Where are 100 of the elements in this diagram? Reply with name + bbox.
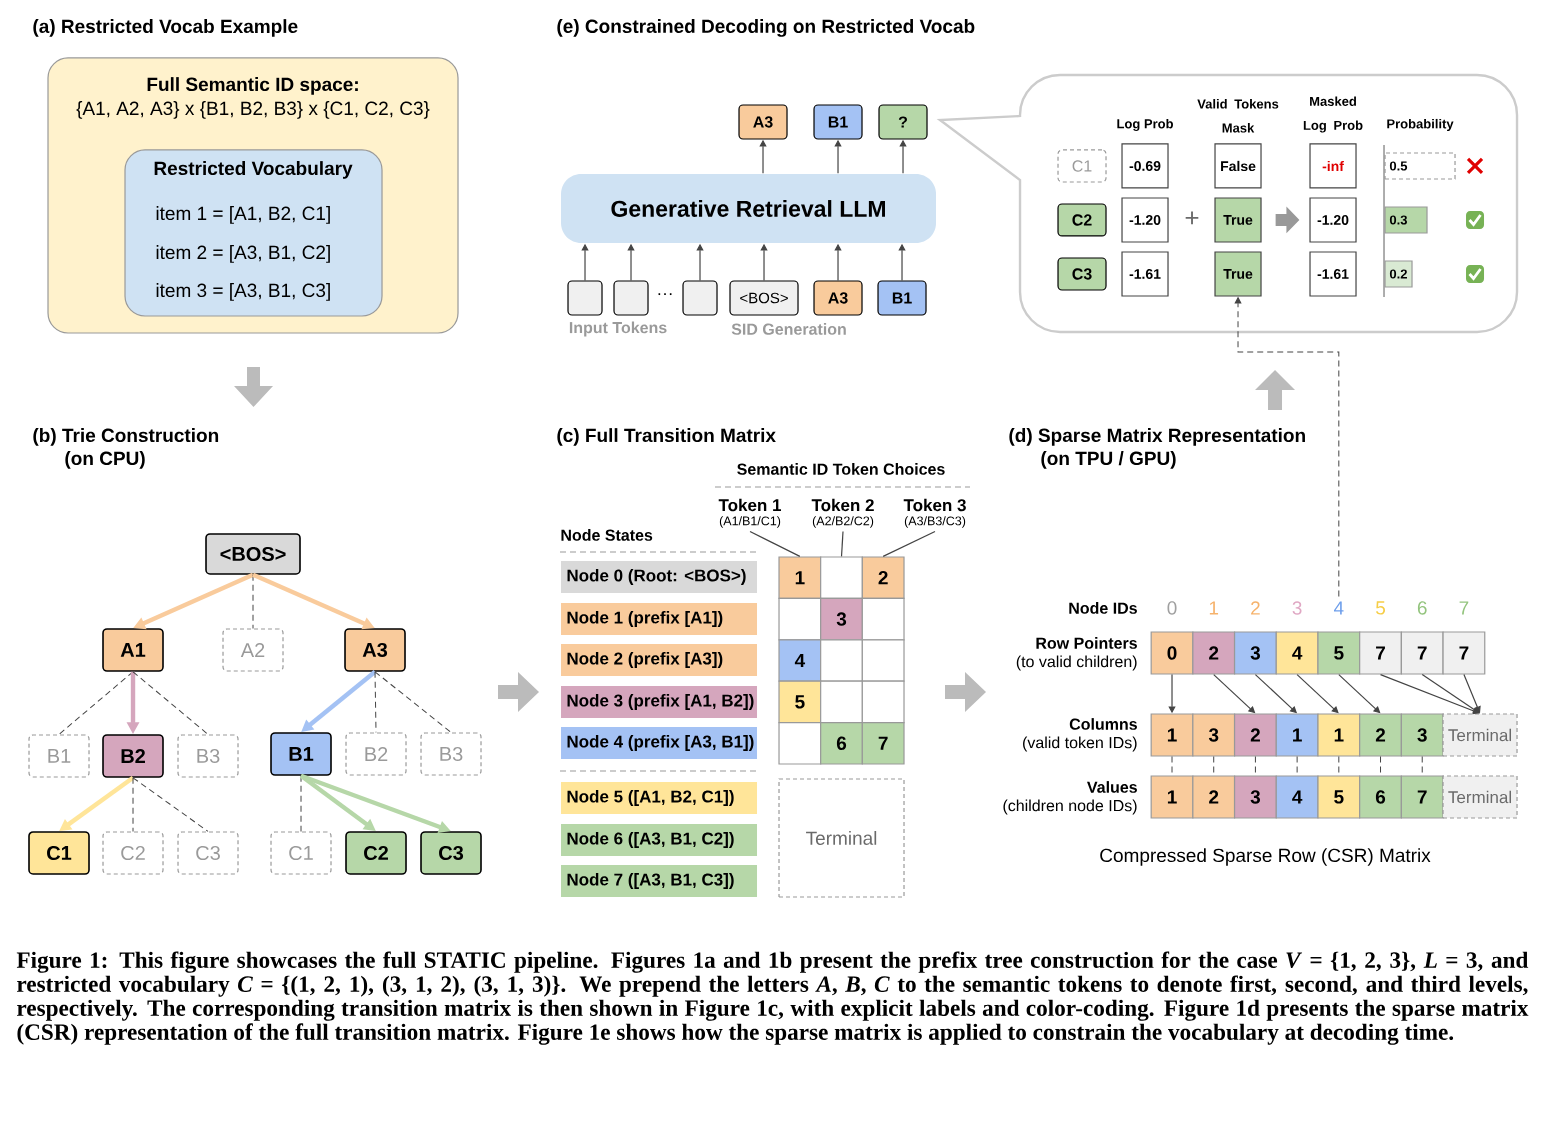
matrix-cell: 6 (820, 722, 863, 765)
array-cell: 1 (1150, 713, 1194, 757)
array-cell: 4 (1275, 775, 1319, 819)
array-cell: 3 (1233, 775, 1277, 819)
arrow (1421, 674, 1480, 714)
column-header: Token 3 (A3/B3/C3) (903, 498, 966, 528)
column-header: Masked Log Prob (1303, 96, 1363, 133)
inner-box: Restricted Vocabulary item 1 = [A1, B2, C1] item 2 = [A3, B1, C2] item 3 = [A3, B1, C3] (124, 149, 383, 317)
arrow (1296, 674, 1339, 714)
token-box (682, 280, 718, 316)
array-cell: 0 (1150, 631, 1194, 675)
token-node: C2 (345, 831, 407, 875)
node-state-band: Node 4 (prefix [A3, B1]) (561, 727, 757, 759)
array-cell: 2 (1233, 713, 1277, 757)
token-node: A1 (102, 628, 164, 672)
array-cell: 7 (1400, 631, 1444, 675)
connector-line (1296, 756, 1298, 776)
row-label: (to valid children) (1016, 655, 1137, 671)
connector-line (1254, 756, 1256, 776)
array-cell: 2 (1192, 631, 1236, 675)
node-state-band: Node 1 (prefix [A1]) (561, 603, 757, 635)
node-state-band: Node 6 ([A3, B1, C2]) (561, 824, 757, 856)
row-label: (valid token IDs) (1023, 736, 1137, 752)
table-cell: True (1214, 197, 1262, 243)
table-cell: True (1214, 251, 1262, 297)
panel-title: (on CPU) (65, 451, 145, 469)
node-state-band: Node 2 (prefix [A3]) (561, 644, 757, 676)
connector-line (300, 775, 302, 832)
connector-line (1213, 756, 1215, 776)
node-state-band: Node 3 (prefix [A1, B2]) (561, 686, 757, 718)
token-node: B2 (102, 734, 164, 778)
node-id: 2 (1251, 601, 1260, 615)
connector-line (1171, 756, 1173, 776)
token-node: C1 (270, 831, 332, 875)
token-node: B2 (345, 732, 407, 776)
column-header: Probability (1387, 118, 1454, 132)
matrix-cell (820, 639, 863, 682)
array-cell: 1 (1275, 713, 1319, 757)
connector-line (1421, 756, 1423, 776)
matrix-cell: 7 (861, 722, 905, 765)
token-box: <BOS> (729, 280, 799, 316)
node-id: 4 (1333, 601, 1344, 615)
connector-line (374, 671, 377, 733)
matrix-cell (778, 722, 822, 765)
token-box: B1 (813, 104, 863, 140)
token-box (567, 280, 603, 316)
node-state-band: Node 5 ([A1, B2, C1]) (561, 782, 757, 814)
panel-title: (b) Trie Construction (33, 428, 219, 446)
matrix-cell: 2 (861, 556, 905, 599)
connector-line (252, 574, 254, 629)
table-cell: -0.69 (1121, 143, 1169, 189)
node-id: 6 (1417, 601, 1427, 615)
column-header: Token 2 (A2/B2/C2) (811, 498, 874, 528)
token-node: B3 (420, 732, 482, 776)
row-label: Node IDs (1069, 602, 1137, 614)
row-label: Values (1087, 781, 1137, 793)
connector-line (840, 531, 844, 557)
array-cell: 3 (1192, 713, 1236, 757)
row-label: (children node IDs) (1003, 799, 1137, 815)
ellipsis: ··· (658, 293, 672, 296)
matrix-cell (861, 639, 905, 682)
chart-caption: Compressed Sparse Row (CSR) Matrix (1100, 848, 1431, 866)
connector-line (749, 531, 801, 557)
array-cell: 5 (1317, 631, 1361, 675)
terminal-cell: Terminal (1442, 713, 1518, 757)
node-state-band: Node 7 ([A3, B1, C3]) (561, 865, 757, 897)
probability-bar: 0.3 (1384, 206, 1428, 234)
panel-title: (c) Full Transition Matrix (557, 428, 776, 446)
array-cell: 3 (1233, 631, 1277, 675)
table-cell: -inf (1309, 143, 1357, 189)
arrow (1338, 674, 1381, 714)
array-cell: 7 (1359, 631, 1402, 675)
block-arrow (1255, 370, 1295, 410)
connector-line (882, 531, 936, 557)
matrix-cell (820, 680, 863, 724)
matrix-cell: 3 (820, 597, 863, 641)
table-cell: -1.61 (1121, 251, 1169, 297)
node-id: 7 (1459, 601, 1469, 615)
panel-title: (e) Constrained Decoding on Restricted Vocab (557, 19, 975, 37)
array-cell: 4 (1275, 631, 1319, 675)
connector-line (132, 777, 209, 832)
node-id: 0 (1167, 601, 1177, 615)
token-node: C3 (420, 831, 482, 875)
figure-caption: Figure 1: This figure showcases the full STATIC pipeline. Figures 1a and 1b present the prefix tree construction for the case V = {1, 2, 3}, L = 3, and restricted vocabulary C = {(1, 2, 1), (3, 1, 2), (3, 1, 3)}. We prepend the letters A, B, C to the semantic tokens to denote first, second, and third levels, respectively. The corresponding transition matrix is then shown in Figure 1c, with explicit labels and color-coding. Figure 1d presents the sparse matrix (CSR) representation of the full transition matrix. Figure 1e shows how the sparse matrix is applied to constrain the vocabulary at decoding time. (16, 951, 1529, 1045)
panel-title: (d) Sparse Matrix Representation (1009, 428, 1305, 446)
node-state-band: Node 0 (Root: <BOS>) (561, 561, 757, 593)
matrix-cell: 5 (778, 680, 822, 724)
matrix-cell: 1 (778, 556, 822, 599)
array-cell: 5 (1317, 775, 1361, 819)
token-node: B1 (28, 734, 90, 778)
token-box (613, 280, 649, 316)
root-node: <BOS> (205, 533, 301, 575)
matrix-cell (861, 597, 905, 641)
token-node: A2 (222, 628, 284, 672)
connector-line (132, 777, 134, 832)
connector-line (1338, 756, 1340, 776)
token-box: C1 (1057, 149, 1107, 183)
arrow (1213, 674, 1256, 714)
token-box: B1 (877, 280, 927, 316)
matrix-cell: 4 (778, 639, 822, 682)
